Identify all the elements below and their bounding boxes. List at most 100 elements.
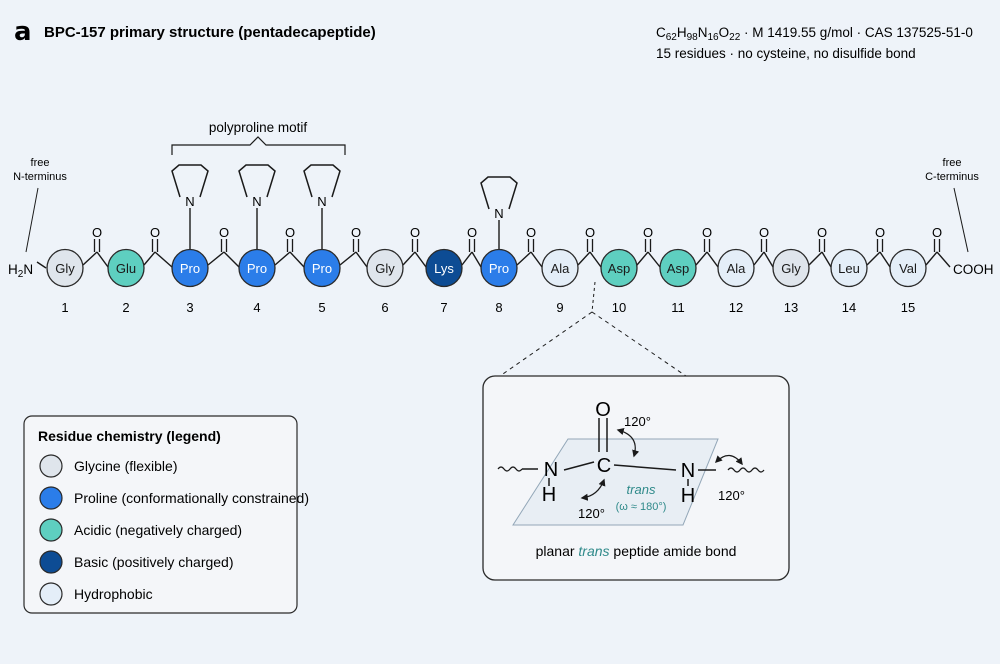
residue-7: O Lys 7 (425, 225, 482, 315)
carbonyl-oxygen: O (219, 225, 229, 240)
residue-number: 3 (186, 300, 193, 315)
residue-number: 15 (901, 300, 915, 315)
residue-node (425, 248, 463, 288)
legend-item-gly: Glycine (flexible) (39, 454, 177, 478)
residue-node (889, 248, 927, 288)
legend-title: Residue chemistry (legend) (38, 428, 221, 444)
legend-item-basic: Basic (positively charged) (39, 550, 234, 574)
legend-swatch (39, 518, 63, 542)
carbonyl-oxygen: O (702, 225, 712, 240)
angle-label-left: 120° (578, 506, 605, 521)
inset-caption: planar trans peptide amide bond (536, 543, 737, 559)
pyrrolidine-ring (480, 176, 518, 210)
legend-item-pro: Proline (conformationally constrained) (39, 486, 309, 510)
residue-node (659, 248, 697, 288)
carbonyl-oxygen: O (92, 225, 102, 240)
residue-name: Asp (667, 261, 689, 276)
carbonyl-oxygen: O (932, 225, 942, 240)
pyrrolidine-ring (303, 164, 341, 198)
residue-summary: 15 residues · no cysteine, no disulfide … (656, 46, 916, 61)
inset-nitrogen-right: N (681, 460, 695, 482)
pyrrolidine-ring (171, 164, 209, 198)
ring-nitrogen: N (185, 194, 194, 209)
residue-name: Glu (116, 261, 136, 276)
residue-name: Pro (180, 261, 200, 276)
zoom-line-left (499, 311, 593, 377)
n-terminus-pointer (25, 187, 39, 253)
c-terminus-pointer (953, 187, 969, 253)
omega-label: (ω ≈ 180°) (616, 501, 667, 513)
n-terminal-group: H2N (8, 262, 33, 280)
residue-number: 7 (440, 300, 447, 315)
inset-hydrogen-right: H (681, 485, 695, 507)
amide-plane (512, 438, 719, 526)
ring-nitrogen: N (252, 194, 261, 209)
carbonyl-oxygen: O (526, 225, 536, 240)
angle-arrow-top (616, 428, 640, 458)
molecular-formula: C62H98N16O22 · M 1419.55 g/mol · CAS 137… (656, 25, 973, 43)
residue-number: 10 (612, 300, 626, 315)
motif-bracket (171, 136, 346, 155)
carbonyl-oxygen: O (351, 225, 361, 240)
residue-name: Gly (375, 261, 395, 276)
residue-name: Pro (247, 261, 267, 276)
wavy-bond-left (497, 466, 523, 472)
n-terminus-label-line2: N-terminus (13, 171, 67, 183)
residue-node (830, 248, 868, 288)
carbonyl-oxygen: O (817, 225, 827, 240)
inset-nitrogen-left: N (544, 459, 558, 481)
carbonyl-oxygen: O (643, 225, 653, 240)
legend-label: Basic (positively charged) (74, 554, 234, 570)
residue-number: 13 (784, 300, 798, 315)
legend: Residue chemistry (legend) Glycine (flex… (23, 415, 309, 614)
residue-node (717, 248, 755, 288)
legend-item-hydro: Hydrophobic (39, 582, 153, 606)
n-terminus-label-line1: free (31, 157, 50, 169)
inset-oxygen: O (595, 399, 611, 421)
residue-number: 12 (729, 300, 743, 315)
ring-nitrogen: N (494, 206, 503, 221)
residue-name: Ala (551, 261, 571, 276)
angle-arrow-left (580, 478, 606, 501)
zoom-line-right (591, 311, 687, 377)
residue-name: Leu (838, 261, 860, 276)
angle-label-right: 120° (718, 488, 745, 503)
residue-name: Lys (434, 261, 454, 276)
residue-node (238, 248, 276, 288)
residue-name: Asp (608, 261, 630, 276)
residue-number: 14 (842, 300, 856, 315)
residue-node (480, 248, 518, 288)
c-terminus-label-line1: free (943, 157, 962, 169)
residue-node (366, 248, 404, 288)
carbonyl-oxygen: O (285, 225, 295, 240)
residue-number: 9 (556, 300, 563, 315)
residue-number: 5 (318, 300, 325, 315)
residue-number: 2 (122, 300, 129, 315)
carbonyl-oxygen: O (467, 225, 477, 240)
residue-name: Gly (55, 261, 75, 276)
residue-1: O Gly 1 (46, 225, 109, 315)
residue-node (303, 248, 341, 288)
carbonyl-oxygen: O (150, 225, 160, 240)
residue-name: Gly (781, 261, 801, 276)
c-terminus-label-line2: C-terminus (925, 171, 979, 183)
residue-node (107, 248, 145, 288)
residue-13: O Gly 13 (772, 225, 832, 315)
inset-hydrogen-left: H (542, 484, 556, 506)
legend-label: Proline (conformationally constrained) (74, 490, 309, 506)
residue-number: 8 (495, 300, 502, 315)
residue-name: Ala (727, 261, 747, 276)
residue-number: 1 (61, 300, 68, 315)
trans-label: trans (627, 482, 656, 497)
wavy-bond-right (727, 467, 765, 473)
residue-10: O Asp 10 (600, 225, 661, 315)
residue-name: Val (899, 261, 917, 276)
residue-name: Pro (312, 261, 332, 276)
